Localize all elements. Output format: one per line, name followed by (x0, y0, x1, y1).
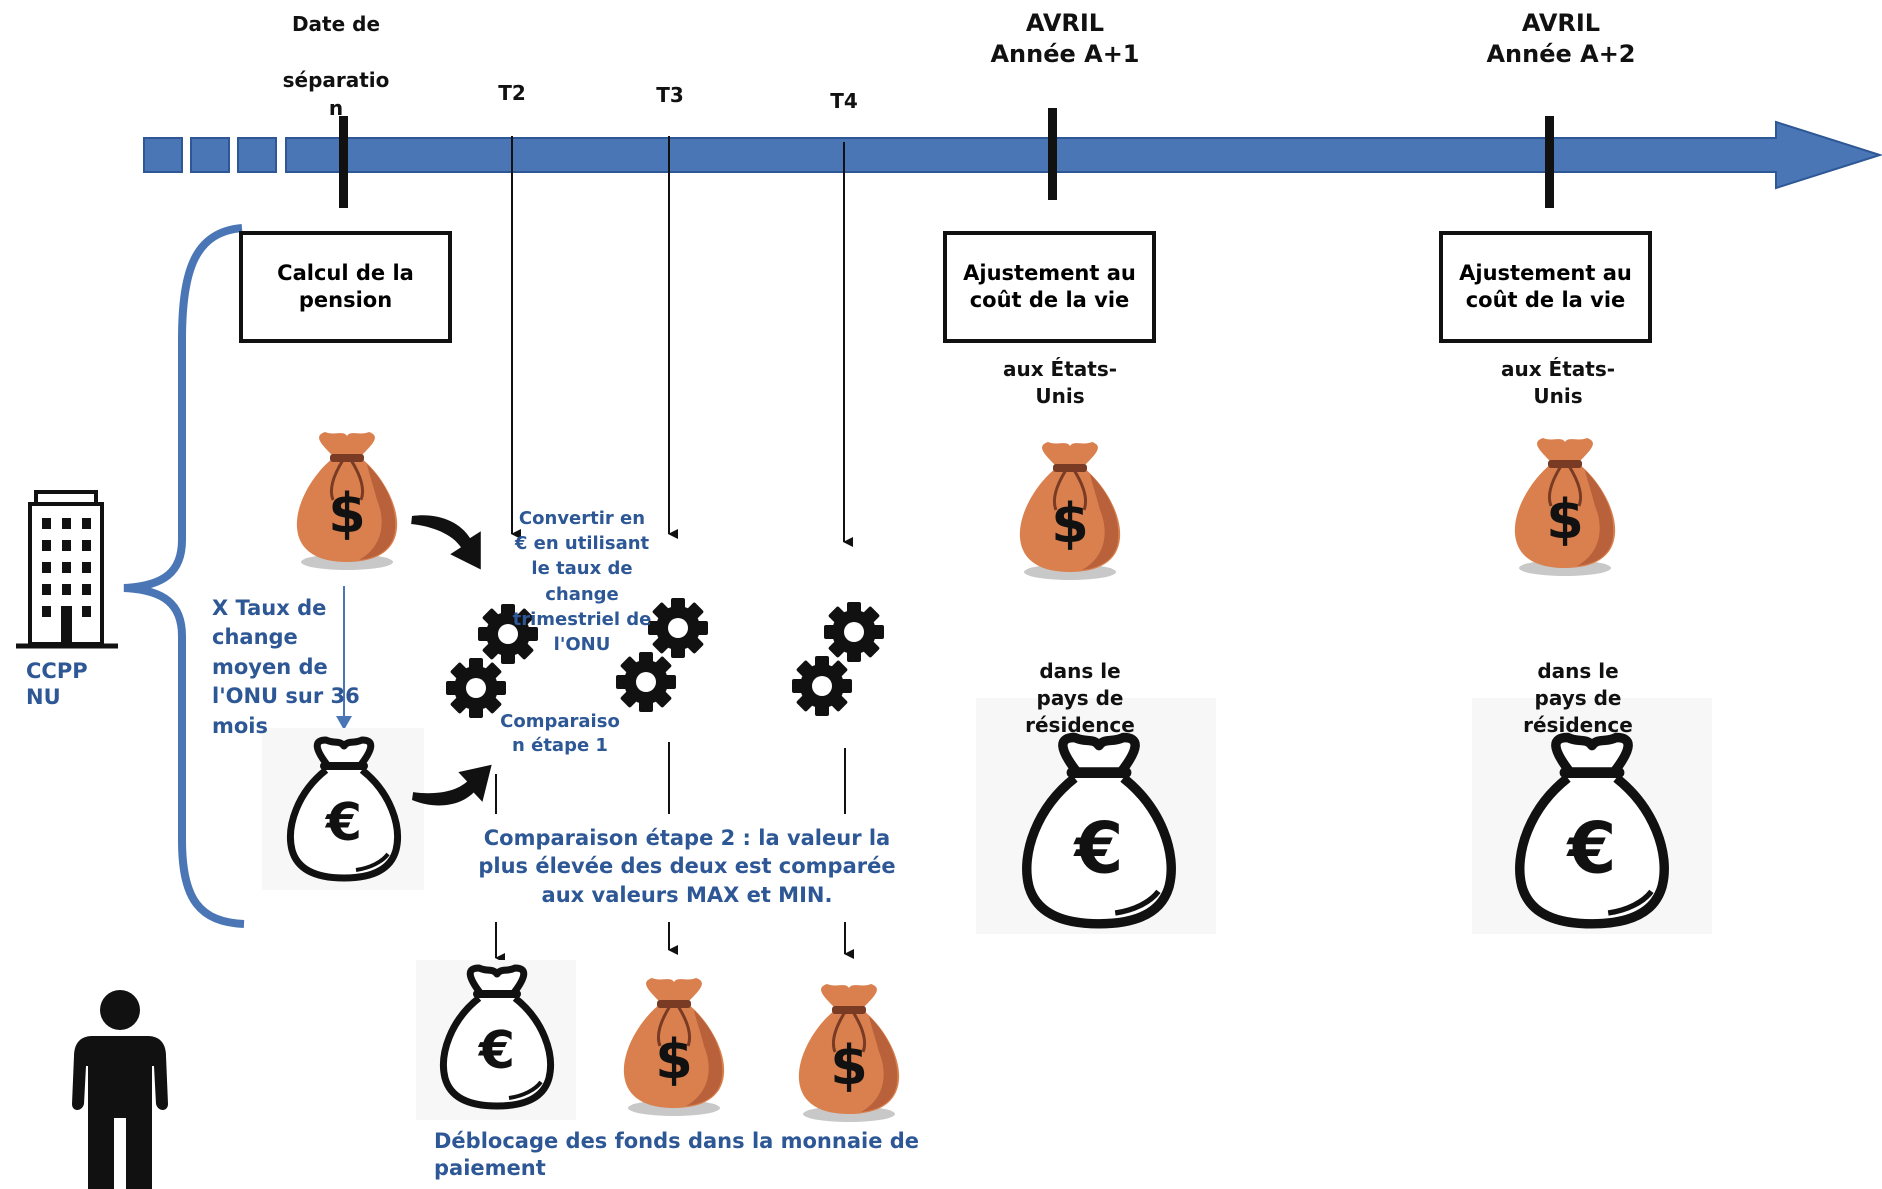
april-a2-label: AVRIL Année A+2 (1486, 9, 1636, 69)
ccpp-brace (123, 224, 245, 928)
tick-april-a1 (1048, 108, 1057, 200)
tick-april-a2 (1545, 116, 1554, 208)
dollar-money-bag-icon (797, 982, 901, 1124)
funds-release-label: Déblocage des fonds dans la monnaie de p… (434, 1129, 920, 1181)
residence-label-a2: dans le pays de résidence (1523, 659, 1633, 737)
dollar-money-bag-icon (1018, 440, 1122, 582)
april-a1-label: AVRIL Année A+1 (990, 9, 1140, 69)
residence-label-a1: dans le pays de résidence (1025, 659, 1135, 737)
t3-label: T3 (656, 83, 684, 107)
ccpp-label: CCPP NU (26, 659, 88, 710)
gear-icon (792, 656, 852, 716)
comparison-step2-label: Comparaison étape 2 : la valeur la plus … (478, 826, 896, 907)
curved-arrow-icon (407, 513, 486, 570)
us-label-a1: aux États- Unis (1002, 357, 1118, 408)
us-label-a2: aux États- Unis (1500, 357, 1616, 408)
tick-separation (339, 116, 348, 208)
dollar-money-bag-icon (295, 430, 399, 572)
t4-label: T4 (830, 89, 858, 113)
pension-calculation-box: Calcul de la pension (239, 231, 452, 343)
convert-label: Convertir en € en utilisant le taux de c… (512, 508, 652, 655)
cola-a1-box: Ajustement au coût de la vie (943, 231, 1156, 343)
dollar-money-bag-icon (1513, 436, 1617, 578)
cola-a2-box: Ajustement au coût de la vie (1439, 231, 1652, 343)
gear-icon (616, 652, 676, 712)
exchange-arrow-head (336, 716, 352, 730)
gear-icon (824, 602, 884, 662)
separation-date-label: Date de séparatio n (282, 12, 390, 120)
exchange-36-months-label: X Taux de change moyen de l'ONU sur 36 m… (212, 596, 360, 738)
t2-label: T2 (498, 81, 526, 105)
gear-icon (446, 658, 506, 718)
person-icon (72, 990, 168, 1189)
timeline-arrow (143, 120, 1882, 190)
dollar-money-bag-icon (622, 976, 726, 1118)
building-icon (16, 490, 118, 649)
comparison-step1-label: Comparaiso n étape 1 (500, 711, 620, 757)
